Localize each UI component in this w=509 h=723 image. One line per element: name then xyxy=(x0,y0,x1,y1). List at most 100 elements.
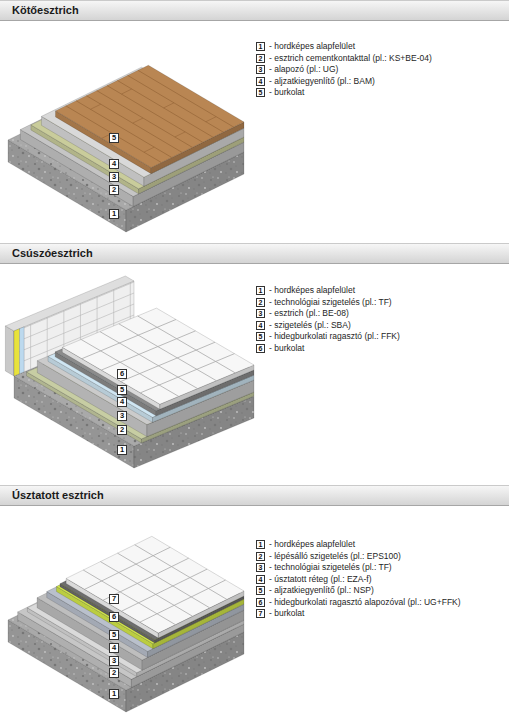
plank-joint xyxy=(133,118,143,123)
list-number: 6 xyxy=(256,598,265,607)
list-item: - technológiai szigetelés (pl.: TF) xyxy=(269,297,392,308)
plank-joint xyxy=(164,103,174,108)
callout-number: 3 xyxy=(117,411,127,421)
plank-joint xyxy=(175,132,185,137)
list-item: - hidegburkolati ragasztó alapozóval (pl… xyxy=(269,597,461,608)
list-item: - esztrich (pl.: BE-08) xyxy=(269,308,349,319)
section-title: Csúszóesztrich xyxy=(12,244,93,263)
list-number: 4 xyxy=(256,575,265,584)
plank-joint xyxy=(121,89,131,94)
list-item: - esztrich cementkontakttal (pl.: KS+BE-… xyxy=(269,53,432,64)
list-number: 6 xyxy=(256,344,265,353)
tile-joint xyxy=(100,562,192,617)
list-number: 2 xyxy=(256,54,265,63)
callout-number: 7 xyxy=(109,594,119,604)
tile-joint xyxy=(82,319,176,358)
callout-number: 6 xyxy=(117,369,127,379)
list-item: - aljzatkiegyenlítő (pl.: BAM) xyxy=(269,76,375,87)
tile-joint xyxy=(85,547,171,589)
plank-joint xyxy=(97,91,193,148)
callout-number: 2 xyxy=(117,425,127,435)
list-item: - lépésálló szigetelés (pl.: EPS100) xyxy=(269,551,401,562)
tile-joint xyxy=(138,316,236,373)
list-number: 1 xyxy=(256,540,265,549)
callout-number: 4 xyxy=(117,397,127,407)
tile-joint xyxy=(83,570,175,625)
wall-joint xyxy=(14,282,134,332)
callout-number: 2 xyxy=(109,668,119,678)
tile-joint xyxy=(135,545,227,600)
list-number: 2 xyxy=(256,298,265,307)
wall-end-face xyxy=(5,326,14,376)
callout-number: 6 xyxy=(109,612,119,622)
layer-stack xyxy=(8,536,244,712)
callout-number: 3 xyxy=(109,172,119,182)
list-item: - burkolat xyxy=(269,87,304,98)
edge-strip xyxy=(20,327,25,374)
list-item: - úsztatott réteg (pl.: EZA-f) xyxy=(269,574,372,585)
list-item: - hordképes alapfelület xyxy=(269,539,355,550)
list-number: 4 xyxy=(256,321,265,330)
list-number: 5 xyxy=(256,332,265,341)
callout-number: 1 xyxy=(109,689,119,699)
layer-top-face xyxy=(55,65,244,167)
list-number: 7 xyxy=(256,609,265,618)
edge-strip xyxy=(14,329,20,376)
tile-joint xyxy=(101,331,195,370)
tile-joint xyxy=(81,339,179,396)
list-number: 3 xyxy=(256,309,265,318)
plank-joint xyxy=(128,75,224,132)
section-header: Csúszóesztrich xyxy=(0,243,509,264)
list-item: - burkolat xyxy=(269,608,304,619)
callout-number: 5 xyxy=(109,133,119,143)
tile-joint xyxy=(140,580,226,622)
list-number: 1 xyxy=(256,42,265,51)
plank-joint xyxy=(117,80,213,137)
plank-joint xyxy=(90,104,100,109)
plank-joint xyxy=(144,147,154,152)
plank-joint xyxy=(76,101,172,158)
section-title: Úsztatott esztrich xyxy=(12,486,104,505)
list-item: - technológiai szigetelés (pl.: TF) xyxy=(269,562,392,573)
callout-number: 5 xyxy=(117,385,127,395)
layer-stack xyxy=(5,276,254,468)
layer-stack xyxy=(8,65,244,232)
list-number: 5 xyxy=(256,586,265,595)
list-item: - aljzatkiegyenlítő (pl.: NSP) xyxy=(269,585,374,596)
list-number: 3 xyxy=(256,563,265,572)
plank-joint xyxy=(206,117,216,122)
tile-joint xyxy=(121,569,207,611)
list-item: - hidegburkolati ragasztó (pl.: FFK) xyxy=(269,331,400,342)
section-header: Úsztatott esztrich xyxy=(0,485,509,506)
plank-joint xyxy=(138,70,234,127)
wall-joint xyxy=(47,317,48,362)
layer-top-face xyxy=(66,536,244,633)
callout-number: 2 xyxy=(109,185,119,195)
plank-joint xyxy=(66,106,162,163)
list-number: 5 xyxy=(256,88,265,97)
callout-number: 1 xyxy=(109,209,119,219)
section-header: Kötőesztrich xyxy=(0,0,509,21)
tile-joint xyxy=(119,324,217,381)
list-number: 3 xyxy=(256,65,265,74)
callout-number: 4 xyxy=(109,159,119,169)
tile-joint xyxy=(121,342,215,381)
list-item: - burkolat xyxy=(269,343,304,354)
list-number: 1 xyxy=(256,286,265,295)
callout-number: 4 xyxy=(109,643,119,653)
list-item: - hordképes alapfelület xyxy=(269,41,355,52)
tile-joint xyxy=(118,553,210,608)
plank-joint xyxy=(107,86,203,143)
callout-number: 1 xyxy=(117,445,127,455)
tile-joint xyxy=(100,332,198,389)
tile-joint xyxy=(140,354,234,393)
callout-number: 3 xyxy=(109,656,119,666)
list-item: - alapozó (pl.: UG) xyxy=(269,64,338,75)
layer-top-face xyxy=(62,308,254,404)
list-number: 2 xyxy=(256,552,265,561)
plank-joint xyxy=(86,96,182,153)
wall-joint xyxy=(30,324,31,369)
list-item: - szigetelés (pl.: SBA) xyxy=(269,320,351,331)
